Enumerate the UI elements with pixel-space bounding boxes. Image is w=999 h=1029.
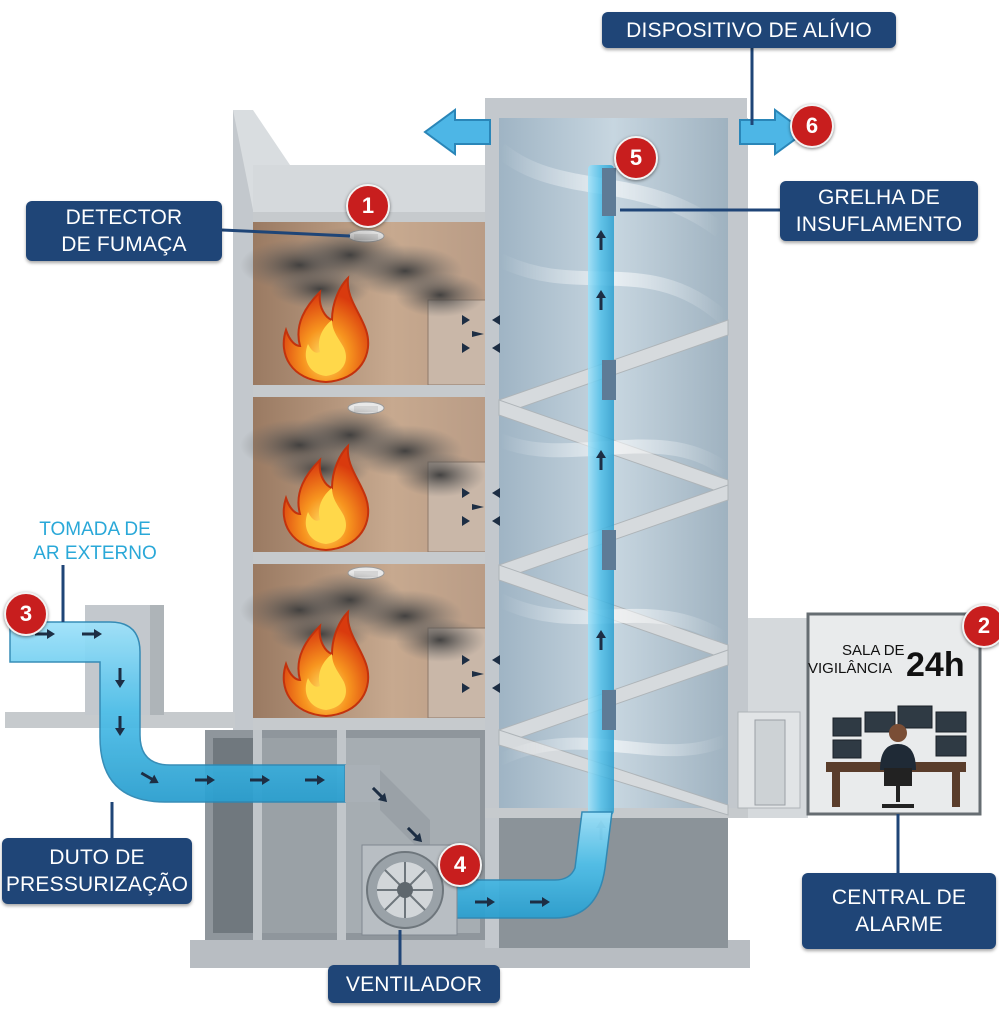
relief-arrow-right xyxy=(739,108,807,156)
supply-grille-label: GRELHA DE INSUFLAMENTO xyxy=(780,181,978,241)
operator-icon xyxy=(880,724,916,808)
badge-3: 3 xyxy=(4,592,48,636)
badge-2: 2 xyxy=(962,604,999,648)
fan-label: VENTILADOR xyxy=(328,965,500,1003)
badge-5: 5 xyxy=(614,136,658,180)
surveillance-sign: SALA DE VIGILÂNCIA 24h xyxy=(808,642,965,684)
alarm-central-label: CENTRAL DE ALARME xyxy=(802,873,996,949)
relief-arrow-left xyxy=(423,108,491,156)
badge-1: 1 xyxy=(346,184,390,228)
badge-6: 6 xyxy=(790,104,834,148)
shaft-supply-duct xyxy=(588,165,614,815)
pressurization-duct-label: DUTO DE PRESSURIZAÇÃO xyxy=(2,838,192,904)
monitor-icon xyxy=(832,705,967,759)
badge-4: 4 xyxy=(438,843,482,887)
smoke-detector-label: DETECTOR DE FUMAÇA xyxy=(26,201,222,261)
fan-icon xyxy=(361,844,458,936)
outside-air-intake-label: TOMADA DE AR EXTERNO xyxy=(33,519,157,564)
relief-device-label: DISPOSITIVO DE ALÍVIO xyxy=(602,12,896,48)
